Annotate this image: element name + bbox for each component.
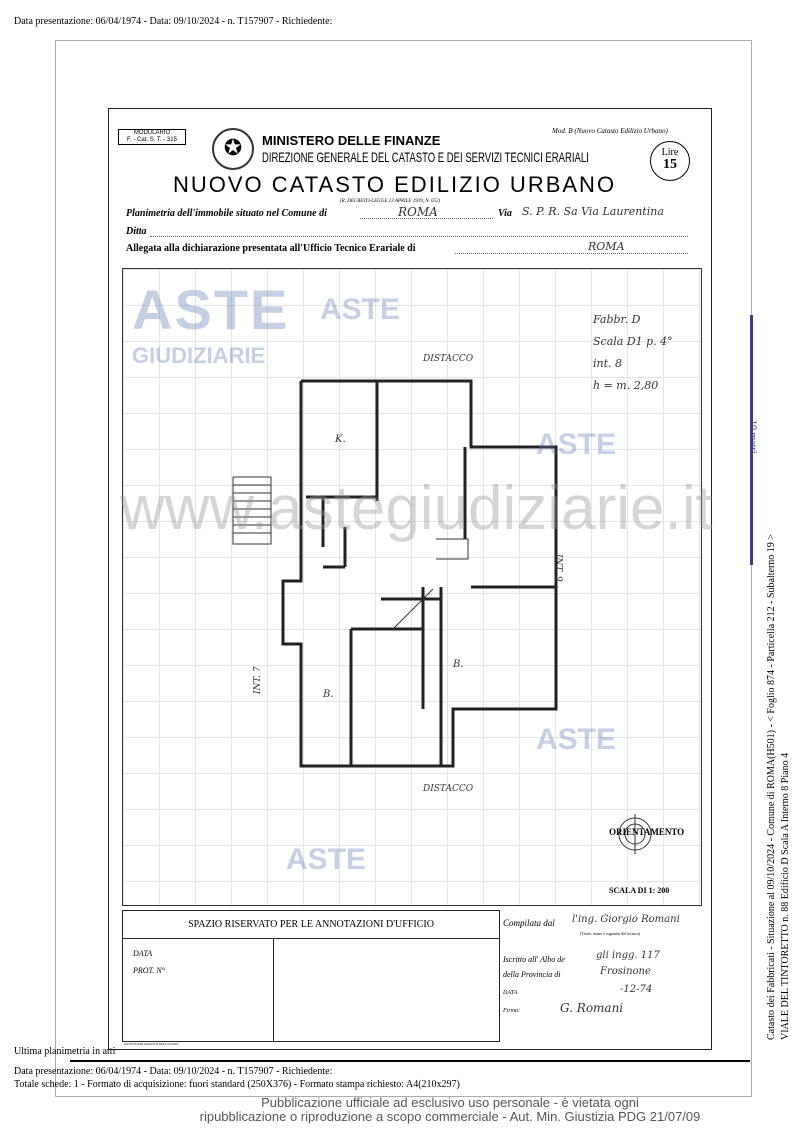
allegata-label: Allegata alla dichiarazione presentata a…: [126, 243, 416, 254]
ufficio-value: ROMA: [588, 240, 625, 253]
watermark-aste: ASTE: [536, 428, 617, 461]
dotted-line: [150, 236, 688, 237]
provincia-value: Frosinone: [600, 966, 651, 977]
publication-line-1: Pubblicazione ufficiale ad esclusivo uso…: [261, 1095, 639, 1110]
printer-label: ISTITUTO POLIGRAFICO DELLO STATO: [124, 1042, 179, 1046]
annotations-title: SPAZIO RISERVATO PER LE ANNOTAZIONI D'UF…: [123, 911, 499, 939]
iscritto-value: gli ingg. 117: [596, 950, 660, 961]
watermark-aste: ASTE: [132, 278, 290, 341]
distacco-top: DISTACCO: [423, 354, 474, 364]
ditta-label: Ditta: [126, 226, 147, 237]
int-7-label: INT. 7: [253, 666, 263, 694]
via-value: S. P. R. Sa Via Laurentina: [522, 205, 664, 218]
publication-notice: Pubblicazione ufficiale ad esclusivo uso…: [170, 1096, 730, 1124]
side-address: VIALE DEL TINTORETTO n. 88 Edificio D Sc…: [780, 752, 791, 1040]
building-notes: Fabbr. D Scala D1 p. 4° int. 8 h = m. 2,…: [593, 309, 673, 397]
planimetria-label: Planimetria dell'immobile situato nel Co…: [126, 208, 327, 219]
compilata-sub: (Titolo, nome e cognome del tecnico): [580, 931, 641, 936]
note-line: h = m. 2,80: [593, 379, 659, 392]
state-emblem-icon: ✪: [212, 128, 254, 170]
data-value: -12-74: [620, 984, 653, 995]
watermark-aste: ASTE: [536, 723, 617, 756]
note-line: Fabbr. D: [593, 313, 641, 326]
compilata-value: l'ing. Giorgio Romani: [572, 914, 680, 925]
divider: [273, 939, 274, 1041]
ministry: MINISTERO DELLE FINANZE: [262, 133, 441, 148]
note-line: int. 8: [593, 357, 623, 370]
scale-bar-label: 10 metri: [747, 420, 758, 454]
footer-rule: [70, 1060, 750, 1062]
modulario-box: MODULARIO F. - Cat. S. T. - 315: [118, 129, 186, 145]
via-label: Via: [498, 208, 512, 219]
watermark-aste: ASTE: [320, 293, 401, 326]
form-title: NUOVO CATASTO EDILIZIO URBANO: [173, 172, 617, 197]
data-label: DATA: [133, 949, 153, 958]
dotted-line: [360, 218, 493, 219]
iscritto-label: Iscritto all' Albo de: [503, 955, 565, 964]
lire-label: Lire: [661, 147, 679, 158]
prot-label: PROT. N°: [133, 966, 165, 975]
office-annotations-box: SPAZIO RISERVATO PER LE ANNOTAZIONI D'UF…: [122, 910, 500, 1042]
header-line: Data presentazione: 06/04/1974 - Data: 0…: [14, 16, 333, 27]
watermark-site: www.astegiudiziarie.it: [120, 474, 713, 543]
signature: G. Romani: [560, 1001, 624, 1015]
compilata-label: Compilata dal: [503, 918, 555, 928]
dotted-line: [455, 253, 688, 254]
comune-value: ROMA: [398, 205, 438, 219]
publication-line-2: ripubblicazione o riproduzione a scopo c…: [199, 1109, 701, 1124]
provincia-label: della Provincia di: [503, 970, 561, 979]
cadastral-form: [108, 108, 712, 1050]
lire-value: 15: [663, 157, 677, 172]
note-line: Scala D1 p. 4°: [593, 335, 673, 348]
orientamento-label: ORIENTAMENTO: [609, 827, 685, 837]
floor-plan-area: DISTACCO DISTACCO K. B. B. INT. 7 INT. 9…: [122, 268, 702, 906]
decree: (R. DECRETO-LEGGE 13 APRILE 1939, N. 652…: [340, 199, 441, 204]
room-kitchen: K.: [335, 434, 346, 445]
firma-label: Firma:: [503, 1008, 520, 1014]
scale-label: SCALA DI 1: 200: [609, 886, 670, 895]
int-9-label: INT. 9: [553, 554, 563, 582]
floor-plan-drawing: [232, 379, 652, 854]
scale-bar: [750, 315, 753, 565]
page-frame: [55, 40, 752, 1097]
mod-b: Mod. B (Nuovo Catasto Edilizio Urbano): [552, 127, 668, 135]
footer-line-1: Data presentazione: 06/04/1974 - Data: 0…: [14, 1066, 333, 1077]
room-b1: B.: [323, 689, 334, 700]
data-label-right: DATA: [503, 990, 518, 996]
direction: DIREZIONE GENERALE DEL CATASTO E DEI SER…: [262, 149, 589, 165]
lire-stamp: Lire 15: [650, 141, 690, 181]
watermark-aste: ASTE: [286, 843, 367, 876]
side-cadastral-info: Catasto dei Fabbricati - Situazione al 0…: [766, 534, 777, 1040]
room-b2: B.: [453, 659, 464, 670]
distacco-bottom: DISTACCO: [423, 784, 474, 794]
ultima-planimetria: Ultima planimetria in atti: [14, 1046, 116, 1057]
footer-line-2: Totale schede: 1 - Formato di acquisizio…: [14, 1079, 460, 1090]
watermark-giudiziarie: GIUDIZIARIE: [132, 343, 266, 368]
